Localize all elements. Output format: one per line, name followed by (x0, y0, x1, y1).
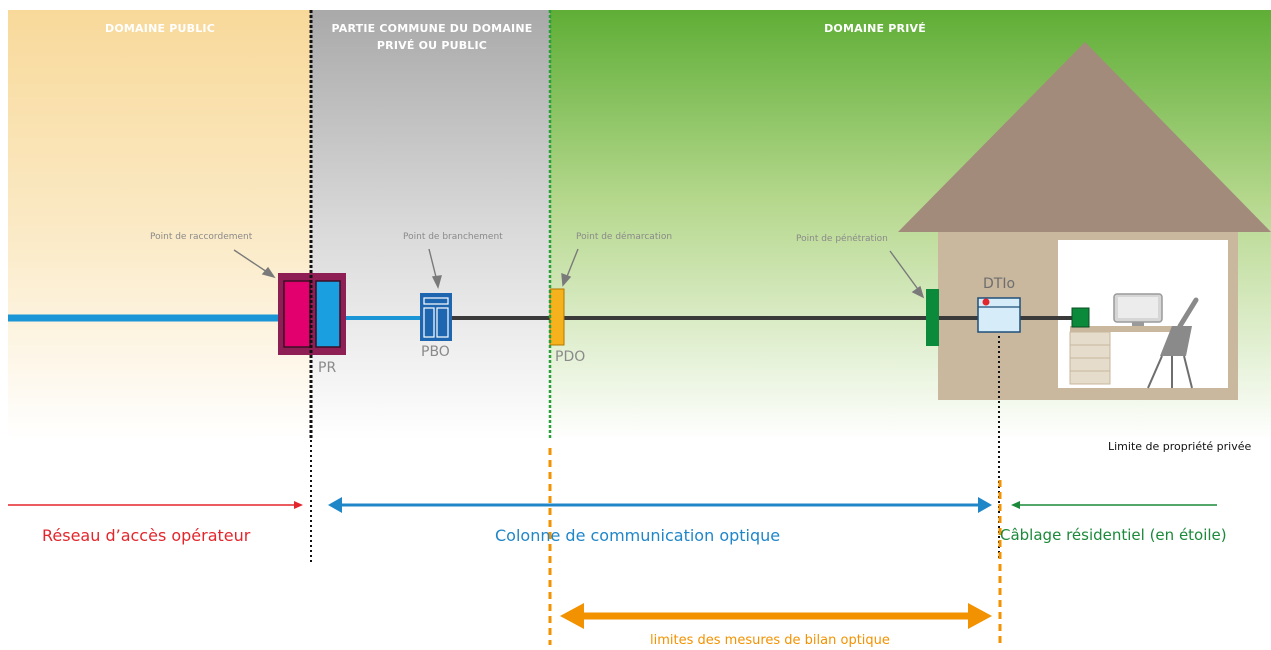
penetration-equipment (926, 289, 939, 346)
zone-common-title: PARTIE COMMUNE DU DOMAINE PRIVÉ OU PUBLI… (331, 22, 533, 52)
label-point-demarcation: Point de démarcation (576, 232, 673, 242)
zone-public-bg (8, 10, 310, 440)
socket-equipment (1071, 307, 1090, 328)
zone-common-bg (310, 10, 550, 440)
segment-residential-label: Câblage résidentiel (en étoile) (1000, 526, 1227, 544)
dtio-equipment (977, 297, 1021, 333)
zone-public-title: DOMAINE PUBLIC (105, 22, 215, 35)
label-pbo: PBO (421, 344, 450, 360)
leader-raccordement (233, 249, 271, 275)
label-pr: PR (318, 360, 337, 376)
label-pdo: PDO (555, 349, 586, 365)
leader-demarcation (565, 248, 579, 280)
house-roof (898, 42, 1271, 232)
label-point-raccordement: Point de raccordement (150, 232, 253, 242)
zone-private-title: DOMAINE PRIVÉ (824, 22, 926, 35)
label-point-branchement: Point de branchement (403, 232, 503, 242)
chair-icon (1147, 297, 1199, 389)
pdo-equipment (549, 288, 565, 346)
pbo-equipment (420, 293, 452, 341)
label-point-penetration: Point de pénétration (796, 234, 888, 244)
leader-penetration (889, 250, 921, 293)
label-dtio: DTIo (983, 276, 1016, 292)
segment-measures-label: limites des mesures de bilan optique (650, 633, 890, 648)
limit-label: Limite de propriété privée (1108, 440, 1252, 453)
leader-branchement (428, 248, 438, 282)
segment-operator-label: Réseau d’accès opérateur (42, 526, 251, 545)
segment-column-label: Colonne de communication optique (495, 526, 781, 545)
desk-icon (1070, 326, 1178, 332)
